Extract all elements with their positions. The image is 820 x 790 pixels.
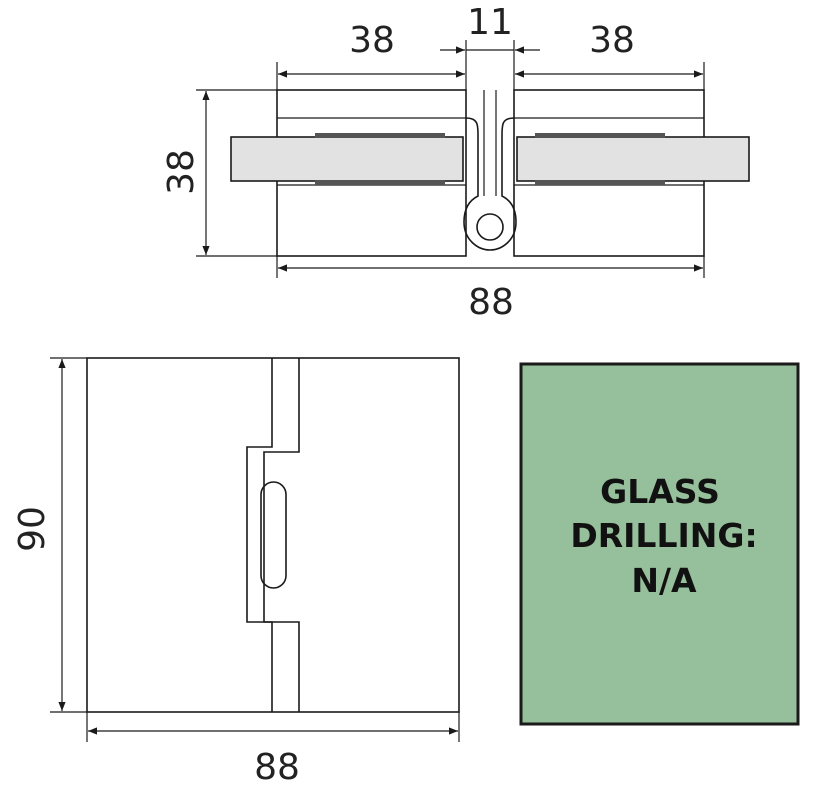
- top-center-hinge: [463, 90, 517, 251]
- dim-label-top-height: 38: [161, 149, 202, 195]
- front-extension-lines: [50, 357, 460, 742]
- glass-panel-right: [516, 136, 750, 182]
- dim-label-front-width: 88: [254, 747, 300, 788]
- front-view: 90 88: [12, 357, 460, 788]
- front-slot-hole: [260, 481, 287, 589]
- top-view: 38 11 38 38 88: [161, 2, 750, 323]
- glass-drilling-note: GLASS DRILLING: N/A: [519, 362, 800, 726]
- dim-label-top-total: 88: [468, 282, 514, 323]
- glass-panel-left: [230, 136, 464, 182]
- dim-label-top-gap: 11: [467, 2, 513, 43]
- note-line-glass: GLASS: [600, 472, 720, 511]
- dim-label-top-left: 38: [349, 20, 395, 61]
- pin-hole-icon: [476, 213, 504, 241]
- dim-label-front-height: 90: [12, 506, 53, 552]
- note-line-na: N/A: [631, 561, 697, 600]
- front-clamp-outline: [86, 357, 460, 713]
- note-box: [519, 362, 800, 726]
- dim-label-top-right: 38: [589, 20, 635, 61]
- front-hinge-strip: [246, 358, 300, 712]
- top-extension-lines: [196, 40, 705, 278]
- gaskets: [315, 133, 665, 185]
- note-line-drilling: DRILLING:: [570, 516, 757, 555]
